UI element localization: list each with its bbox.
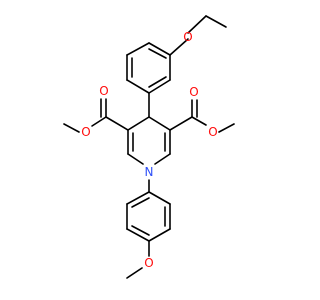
- atom-labels: O O O O O N O: [81, 30, 217, 270]
- molecule-structure-diagram: O O O O O N O: [63, 15, 235, 279]
- nitrogen-atom-label: N: [145, 165, 154, 179]
- oxygen-atom-label-right-carbonyl: O: [189, 85, 198, 99]
- methoxyphenyl-ring-bonds: [126, 191, 171, 242]
- ethoxyphenyl-ring-bonds: [126, 42, 171, 94]
- oxygen-atom-label-left-carbonyl: O: [99, 84, 108, 98]
- oxygen-atom-label-right-ether: O: [208, 125, 217, 139]
- oxygen-atom-label-methoxy: O: [144, 256, 153, 270]
- methoxy-group-bonds: [126, 240, 150, 279]
- ethoxy-group-bonds: [169, 15, 227, 56]
- oxygen-atom-label-left-ether: O: [81, 125, 90, 139]
- left-ester-bonds: [63, 98, 129, 133]
- dihydropyridine-ring-bonds: [127, 116, 171, 165]
- right-ester-bonds: [169, 99, 235, 133]
- oxygen-atom-label-ethoxy: O: [183, 30, 192, 44]
